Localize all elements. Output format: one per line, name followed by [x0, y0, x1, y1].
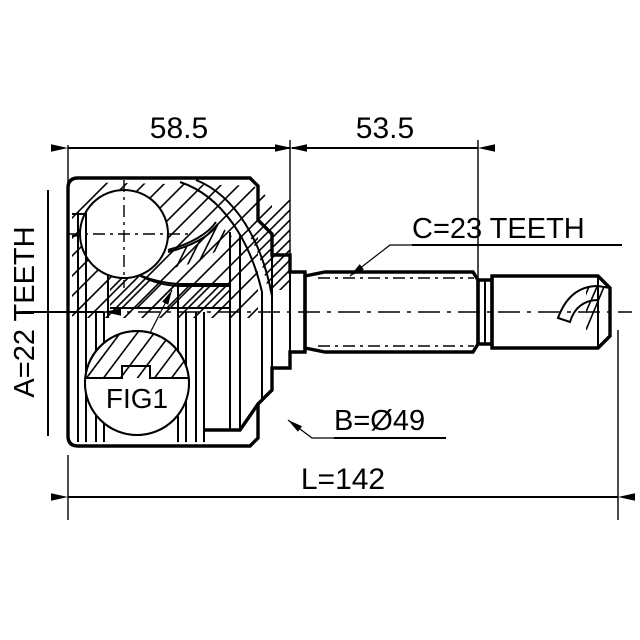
dimension-L-text: L=142 — [301, 463, 385, 496]
label-c-leader — [349, 244, 412, 277]
fig1-leader-line — [149, 289, 173, 334]
fig1-circle-edge — [84, 330, 190, 436]
label-b-diameter-group: B=Ø49 — [287, 405, 446, 439]
cage-fan-edge — [167, 223, 219, 253]
label-b-leader — [287, 419, 334, 439]
housing-inner-curve-top — [179, 181, 263, 318]
spline-end-chamfer — [597, 285, 611, 289]
housing-inner-curve-top-2 — [195, 179, 273, 318]
dimension-53-5-group: 53.5 — [275, 112, 495, 280]
spline-teeth-end — [556, 276, 611, 348]
label-c-23-teeth-group: C=23 TEETH — [349, 213, 622, 277]
fig1-tooth-outline — [85, 365, 189, 379]
dimension-58-5-text: 58.5 — [150, 112, 208, 145]
dimension-58-5-group: 58.5 — [51, 112, 307, 270]
cv-joint-housing — [66, 176, 307, 448]
label-a-22-teeth-group: A=22 TEETH — [9, 190, 121, 436]
dimension-53-5-text: 53.5 — [356, 112, 414, 145]
housing-right-shoulder — [271, 255, 291, 368]
left-spline-strips — [77, 212, 205, 442]
label-c-23-teeth: C=23 TEETH — [412, 213, 585, 245]
dimension-total-length-group: L=142 — [51, 463, 635, 501]
cv-joint-shaft — [67, 270, 619, 520]
housing-lower-taper — [204, 403, 260, 432]
label-b-diameter-49: B=Ø49 — [334, 405, 425, 437]
fig1-label: FIG1 — [106, 383, 168, 414]
cage-line-3 — [167, 221, 217, 251]
